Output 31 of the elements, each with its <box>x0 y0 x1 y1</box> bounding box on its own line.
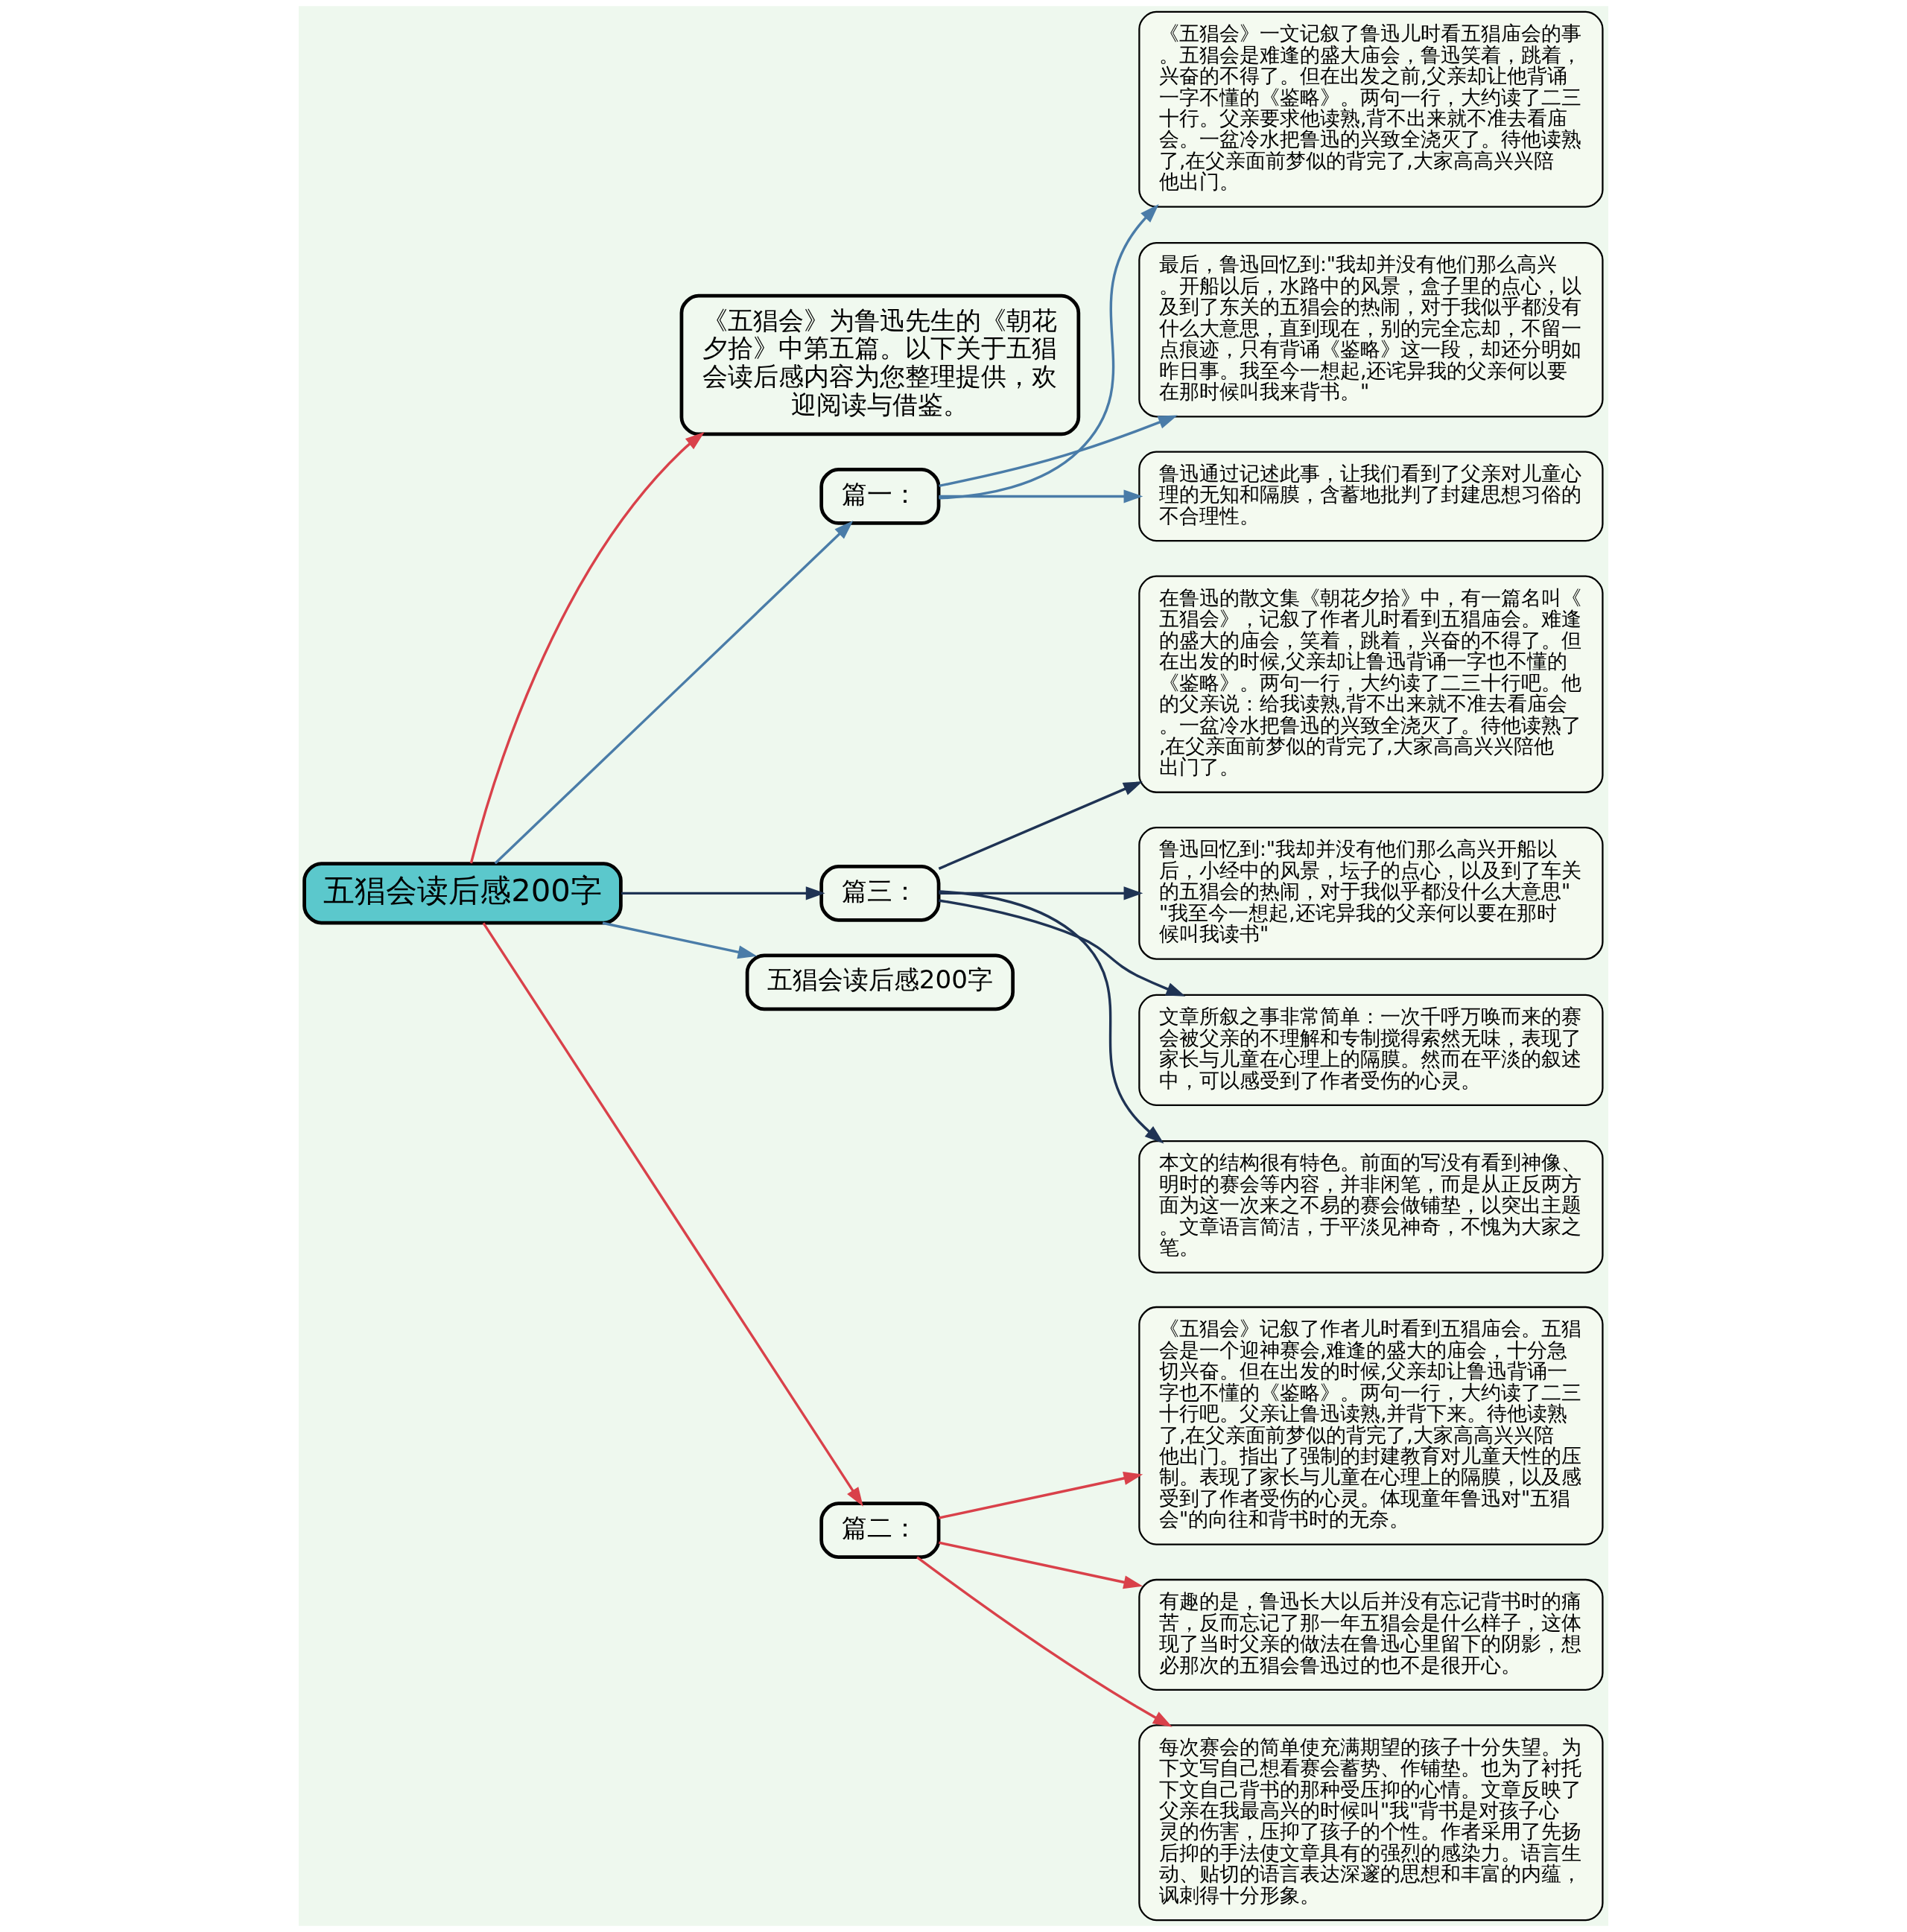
node-box: 《五猖会》一文记叙了鲁迅儿时看五猖庙会的事。五猖会是难逢的盛大庙会，鲁迅笑着，跳着，兴奋的不得了。但在出发之前,父亲却让他背诵一字不懂的《鉴略》。两句一行，大约读了二三十行。父亲要求他读熟,背不出来就不准去看庙会。一盆冷水把鲁迅的兴致全浇灭了。待他读熟了,在父亲面前梦似的背完了,大家高高兴兴陪他出门。 <box>1138 10 1604 208</box>
node-box: 鲁迅回忆到:"我却并没有他们那么高兴开船以后，小经中的风景，坛子的点心，以及到了车关的五猖会的热闹，对于我似乎都没什么大意思""我至今一想起,还诧异我的父亲何以要在那时候叫我读书" <box>1138 827 1604 960</box>
node-box: 每次赛会的简单使充满期望的孩子十分失望。为下文写自己想看赛会蓄势、作铺垫。也为了衬托下文自己背书的那种受压抑的心情。文章反映了父亲在我最高兴的时候叫"我"背书是对孩子心灵的伤害，压抑了孩子的个性。作者采用了先扬后抑的手法使文章具有的强烈的感染力。语言生动、贴切的语言表达深邃的思想和丰富的内蕴，讽刺得十分形象。 <box>1138 1724 1604 1922</box>
node-box: 本文的结构很有特色。前面的写没有看到神像、明时的赛会等内容，并非闲笔，而是从正反两方面为这一次来之不易的赛会做铺垫，以突出主题。文章语言简洁，于平淡见神奇，不愧为大家之笔。 <box>1138 1140 1604 1274</box>
arrow <box>939 1541 1143 1589</box>
arrow <box>939 415 1178 487</box>
node-box: 最后，鲁迅回忆到:"我却并没有他们那么高兴。开船以后，水路中的风景，盒子里的点心，以及到了东关的五猖会的热闹，对于我似乎都没有什么大意思，直到现在，别的完全忘却，不留一点痕迹，只有背诵《鉴略》这一段，却还分明如昨日事。我至今一想起,还诧异我的父亲何以要在那时候叫我来背书。" <box>1138 241 1604 418</box>
arrow <box>602 921 758 959</box>
node-box: 五猖会读后感200字 <box>302 862 623 925</box>
node-box: 《五猖会》为鲁迅先生的《朝花夕拾》中第五篇。以下关于五猖会读后感内容为您整理提供，欢迎阅读与借鉴。 <box>679 293 1081 436</box>
node-box: 篇二： <box>819 1502 941 1560</box>
node-box: 鲁迅通过记述此事，让我们看到了父亲对儿童心理的无知和隔膜，含蓄地批判了封建思想习俗的不合理性。 <box>1138 451 1604 542</box>
arrow <box>939 204 1159 500</box>
arrow <box>939 886 1143 900</box>
node-box: 篇一： <box>819 468 941 525</box>
arrow <box>469 432 705 864</box>
node-box: 有趣的是，鲁迅长大以后并没有忘记背书时的痛苦，反而忘记了那一年五猖会是什么样子，这体现了当时父亲的做法在鲁迅心里留下的阴影，想必那次的五猖会鲁迅过的也不是很开心。 <box>1138 1578 1604 1691</box>
arrow <box>621 886 825 900</box>
arrow <box>939 1472 1143 1519</box>
node-box: 五猖会读后感200字 <box>745 953 1015 1011</box>
arrow <box>938 899 1186 997</box>
arrow <box>916 1556 1173 1727</box>
arrow <box>938 781 1143 870</box>
node-box: 《五猖会》记叙了作者儿时看到五猖庙会。五猖会是一个迎神赛会,难逢的盛大的庙会，十分急切兴奋。但在出发的时候,父亲却让鲁迅背诵一字也不懂的《鉴略》。两句一行，大约读了二三十行吧。父亲让鲁迅读熟,并背下来。待他读熟了,在父亲面前梦似的背完了,大家高高兴兴陪他出门。指出了强制的封建教育对儿童天性的压制。表现了家长与儿童在心理上的隔膜，以及感受到了作者受伤的心灵。体现童年鲁迅对"五猖会"的向往和背书时的无奈。 <box>1138 1306 1604 1545</box>
arrow <box>482 922 863 1507</box>
node-box: 在鲁迅的散文集《朝花夕拾》中，有一篇名叫《五猖会》，记叙了作者儿时看到五猖庙会。难逢的盛大的庙会，笑着，跳着，兴奋的不得了。但在出发的时候,父亲却让鲁迅背诵一字也不懂的《鉴略》。两句一行，大约读了二三十行吧。他的父亲说：给我读熟,背不出来就不准去看庙会。一盆冷水把鲁迅的兴致全浇灭了。待他读熟了,在父亲面前梦似的背完了,大家高高兴兴陪他出门了。 <box>1138 575 1604 793</box>
arrow <box>494 521 854 865</box>
arrow <box>939 489 1143 503</box>
node-box: 篇三： <box>819 864 941 922</box>
arrow <box>939 890 1164 1144</box>
node-box: 文章所叙之事非常简单：一次千呼万唤而来的赛会被父亲的不理解和专制搅得索然无味，表现了家长与儿童在心理上的隔膜。然而在平淡的叙述中，可以感受到了作者受伤的心灵。 <box>1138 994 1604 1106</box>
